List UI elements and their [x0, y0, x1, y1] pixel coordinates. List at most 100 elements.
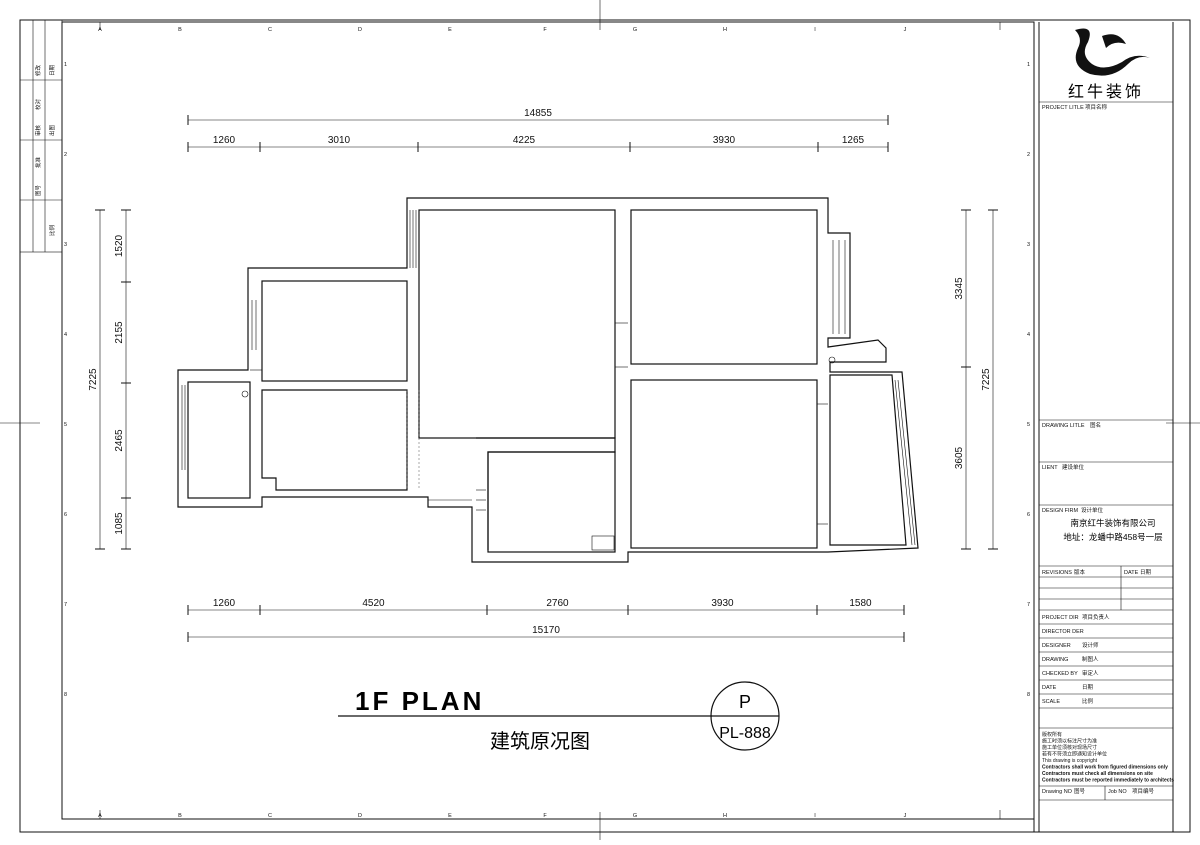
dim-left-1: 2155 — [114, 321, 125, 344]
tb-note-1: 施工时须以标注尺寸为准 — [1042, 738, 1097, 745]
tb-row-cn-4: 审定人 — [1082, 669, 1099, 677]
plan-title-cn: 建筑原况图 — [490, 730, 590, 753]
grid-col-B: B — [178, 27, 182, 33]
grid-col-bottom-I: I — [814, 813, 816, 819]
grid-col-bottom-G: G — [633, 813, 637, 819]
dim-top-total: 14855 — [524, 108, 552, 119]
grid-row-5: 5 — [64, 422, 67, 428]
strip-label-1: 修改 — [34, 64, 42, 76]
grid-col-E: E — [448, 27, 452, 33]
grid-col-J: J — [904, 27, 907, 33]
strip-label-3: 审核 — [34, 124, 42, 136]
grid-row-4: 4 — [64, 332, 67, 338]
project-title-cn: 项目名称 — [1085, 103, 1108, 111]
tb-row-cn-5: 日期 — [1082, 684, 1094, 691]
dim-bottom-1: 4520 — [362, 598, 385, 609]
grid-row-2: 2 — [64, 152, 67, 158]
tb-note-2: 施工单位须核对现场尺寸 — [1042, 744, 1097, 751]
dim-top-2: 4225 — [513, 135, 536, 146]
grid-row-3: 3 — [64, 242, 67, 248]
drawing-no-label: Drawing NO — [1042, 789, 1073, 795]
dim-top-4: 1265 — [842, 135, 865, 146]
plan-title: 1F PLAN 建筑原况图 P PL-888 — [338, 681, 780, 753]
tb-note-5: Contractors shall work from figured dime… — [1042, 765, 1168, 771]
grid-col-G: G — [633, 27, 637, 33]
tb-row-label-3: DRAWING — [1042, 657, 1068, 663]
date-cn-right: 日期 — [1140, 569, 1152, 576]
revisions-cn: 版本 — [1074, 568, 1086, 576]
grid-col-bottom-F: F — [543, 813, 547, 819]
grid-col-C: C — [268, 27, 272, 33]
grid-col-bottom-H: H — [723, 813, 727, 819]
tb-row-cn-2: 设计师 — [1082, 641, 1099, 649]
grid-row-right-7: 7 — [1027, 602, 1030, 608]
firm-address: 地址：龙蟠中路458号一层 — [1063, 532, 1162, 542]
grid-col-F: F — [543, 27, 547, 33]
tb-row-cn-3: 制图人 — [1082, 655, 1099, 663]
dim-right-total: 7225 — [981, 368, 992, 391]
dim-top-1: 3010 — [328, 135, 351, 146]
company-logo: 红牛装饰 — [1068, 28, 1150, 101]
strip-label-4: 批准 — [34, 156, 42, 168]
grid-row-right-2: 2 — [1027, 152, 1030, 158]
dim-right-1: 3605 — [954, 446, 965, 469]
firm-name: 南京红牛装饰有限公司 — [1070, 518, 1155, 528]
dimension-lines: 14855 1260 3010 4225 3930 1265 1260 4520 2760 393… — [88, 108, 998, 642]
job-no-label: Job NO — [1108, 789, 1127, 795]
grid-col-I: I — [814, 27, 816, 33]
strip-label-6: 日期 — [49, 64, 56, 76]
grid-row-right-3: 3 — [1027, 242, 1030, 248]
tb-row-label-0: PROJECT DIR — [1042, 615, 1079, 621]
client-cn: 建设单位 — [1062, 463, 1085, 471]
dim-bottom-total: 15170 — [532, 625, 560, 636]
grid-row-right-5: 5 — [1027, 422, 1030, 428]
dim-top-3: 3930 — [713, 135, 736, 146]
grid-row-right-1: 1 — [1027, 62, 1030, 68]
dim-left-3: 1085 — [114, 512, 125, 535]
grid-row-7: 7 — [64, 602, 67, 608]
dim-bottom-4: 1580 — [849, 598, 872, 609]
tb-row-label-1: DIRECTOR DER — [1042, 629, 1084, 635]
grid-row-right-6: 6 — [1027, 512, 1030, 518]
plan-symbol-letter: P — [739, 692, 751, 712]
tb-row-cn-0: 项目负责人 — [1082, 613, 1110, 621]
dim-bottom-2: 2760 — [546, 598, 569, 609]
drawing-no-cn: 图号 — [1074, 787, 1086, 795]
dim-left-total: 7225 — [88, 368, 99, 391]
tb-row-label-4: CHECKED BY — [1042, 671, 1078, 677]
project-title-label: PROJECT LITLE — [1042, 105, 1084, 111]
dim-top-0: 1260 — [213, 135, 236, 146]
grid-row-6: 6 — [64, 512, 67, 518]
dim-bottom-0: 1260 — [213, 598, 236, 609]
grid-col-D: D — [358, 27, 362, 33]
tb-row-label-5: DATE — [1042, 685, 1057, 691]
tb-row-cn-6: 比例 — [1082, 697, 1094, 705]
date-label-right: DATE — [1124, 570, 1139, 576]
company-logo-text: 红牛装饰 — [1068, 83, 1144, 101]
left-strip: 修改 校对 审核 批准 图号 日期 出图 比例 — [19, 19, 63, 253]
strip-label-7: 出图 — [48, 124, 56, 136]
design-firm-label: DESIGN FIRM — [1042, 508, 1078, 514]
drawing-title-label: DRAWING LITLE — [1042, 423, 1085, 429]
grid-col-A: A — [98, 27, 102, 33]
tb-row-label-2: DESIGNER — [1042, 643, 1071, 649]
strip-label-8: 比例 — [48, 224, 56, 236]
plan-symbol-code: PL-888 — [719, 725, 771, 742]
plan-title-en: 1F PLAN — [355, 686, 484, 716]
tb-row-label-6: SCALE — [1042, 699, 1060, 705]
tb-note-6: Contractors must check all dimensions on… — [1042, 771, 1153, 777]
title-block: 红牛装饰 PROJECT LITLE 项目名称 DRAWING LITLE 图名… — [1039, 28, 1174, 801]
tb-note-4: This drawing is copyright — [1042, 758, 1098, 764]
grid-col-bottom-J: J — [904, 813, 907, 819]
tb-note-7: Contractors must be reported immediately… — [1042, 778, 1174, 784]
client-label: LIENT — [1042, 465, 1058, 471]
floor-plan — [177, 197, 919, 563]
grid-col-bottom-B: B — [178, 813, 182, 819]
dim-bottom-3: 3930 — [711, 598, 734, 609]
strip-label-5: 图号 — [34, 184, 42, 196]
dim-right-0: 3345 — [954, 277, 965, 300]
